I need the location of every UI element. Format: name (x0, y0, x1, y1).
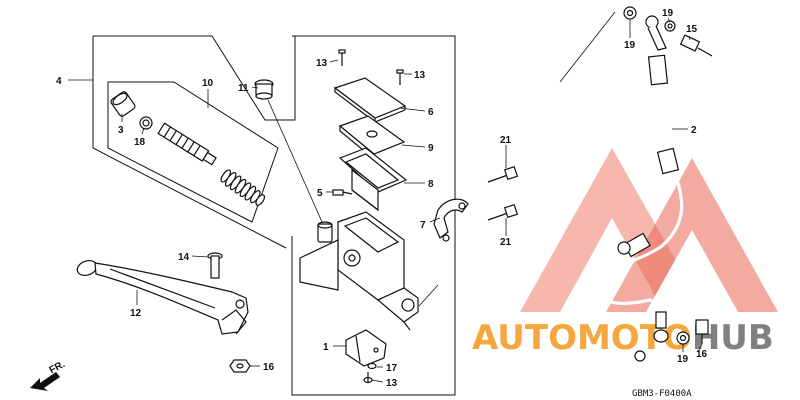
sealing-washer-19d (634, 350, 646, 362)
callout-2: 2 (691, 125, 697, 136)
callout-8: 8 (428, 179, 434, 190)
brake-hose (603, 15, 684, 343)
callout-9: 9 (428, 143, 434, 154)
lever-pivot-bolt (207, 252, 223, 279)
callout-21b: 21 (500, 237, 512, 248)
callout-16a: 15 (686, 24, 698, 35)
lever-nut-17 (229, 359, 251, 373)
assembly-box-10 (107, 81, 279, 223)
callout-17: 16 (263, 362, 275, 373)
callout-7: 7 (420, 220, 426, 231)
leader-hose-upper (559, 11, 616, 83)
small-screw-5 (332, 189, 353, 196)
callout-3: 3 (118, 125, 124, 136)
callout-10: 10 (202, 78, 214, 89)
callout-5: 5 (317, 188, 323, 199)
brake-light-switch (345, 329, 387, 367)
callout-6: 6 (428, 107, 434, 118)
leader-body-banjo (418, 284, 439, 307)
leader-lines (68, 17, 703, 383)
master-cylinder-body (299, 211, 419, 331)
switch-screw-14 (363, 372, 373, 384)
callout-19a: 19 (624, 40, 636, 51)
diaphragm (338, 147, 408, 212)
banjo-bolt-16a (679, 34, 713, 57)
callout-18: 17 (386, 363, 398, 374)
watermark-triangle-right-inner (646, 230, 738, 312)
sealing-washer-19c (676, 331, 690, 345)
assembly-box-4-lower (92, 36, 287, 249)
brake-lever (76, 259, 249, 335)
banjo-bolt-16b (695, 319, 709, 344)
callout-15: 14 (178, 252, 190, 263)
front-marker-label: FR. (48, 359, 68, 376)
watermark-text: AUTOMOTOHUB (472, 318, 774, 358)
piston-spring (220, 169, 266, 206)
callout-19b: 19 (662, 8, 674, 19)
sealing-washer-19b (664, 20, 676, 32)
callout-16b: 16 (696, 349, 708, 360)
front-direction-arrow (30, 372, 60, 391)
callout-4: 4 (56, 76, 62, 87)
reservoir-cap (333, 77, 407, 124)
assembly-box-master-cylinder (291, 35, 456, 396)
callout-1: 1 (323, 342, 329, 353)
callout-11: 11 (238, 83, 249, 94)
lever-pivot-cap (254, 79, 274, 100)
mirror-bolt-13a (338, 49, 346, 66)
holder-bolt-21a (487, 165, 519, 183)
boot-cap (110, 91, 136, 117)
callout-13b: 13 (414, 70, 426, 81)
diagram-code: GBM3-F0400A (632, 389, 692, 399)
sealing-washer-19a (623, 6, 637, 20)
piston-kit (157, 122, 217, 166)
watermark-logo: AUTOMOTOHUB (472, 148, 778, 358)
mirror-bolt-13b (396, 69, 404, 85)
holder (433, 198, 469, 242)
callout-20: 18 (134, 137, 146, 148)
callout-12: 12 (130, 308, 142, 319)
callout-13a: 13 (316, 58, 328, 69)
callout-14: 13 (386, 378, 398, 389)
holder-bolt-21b (487, 203, 519, 221)
leader-11 (267, 99, 323, 223)
callout-21a: 21 (500, 135, 512, 146)
callout-19c: 19 (677, 354, 689, 365)
circlip (139, 116, 153, 130)
switch-washer-18 (367, 362, 377, 370)
